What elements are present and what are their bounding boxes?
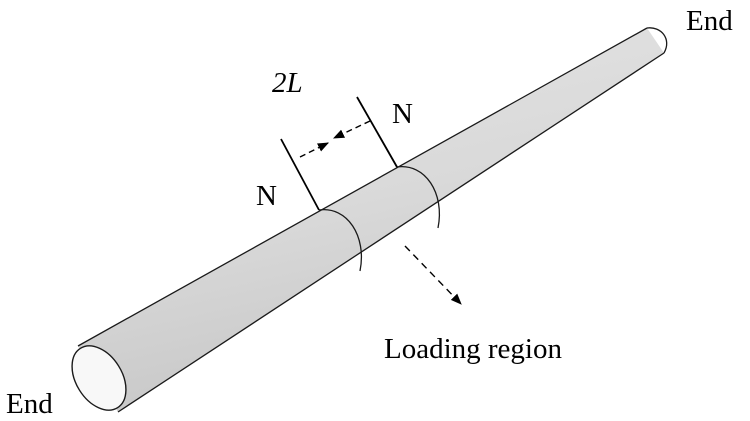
section-line-left: [280, 138, 320, 211]
dimension-arrow-left: [299, 142, 330, 158]
section-line-right: [356, 96, 398, 168]
pipe-bottom-edge: [117, 52, 665, 413]
end-label-top: End: [686, 5, 733, 37]
loading-region-leader: [404, 245, 462, 305]
pipe-far-end-cap: [646, 27, 668, 54]
pipe-top-edge: [77, 27, 648, 347]
end-label-bottom: End: [6, 388, 53, 420]
section-label-right: N: [392, 98, 413, 130]
loading-region-right-boundary: [396, 166, 440, 229]
pipe-near-opening: [71, 345, 127, 411]
loading-region-label: Loading region: [384, 333, 562, 365]
loading-region-left-boundary: [318, 209, 362, 272]
pipe-body: [78, 28, 664, 412]
section-label-left: N: [256, 180, 277, 212]
dimension-arrow-right: [332, 120, 371, 139]
length-label: 2L: [272, 67, 303, 99]
